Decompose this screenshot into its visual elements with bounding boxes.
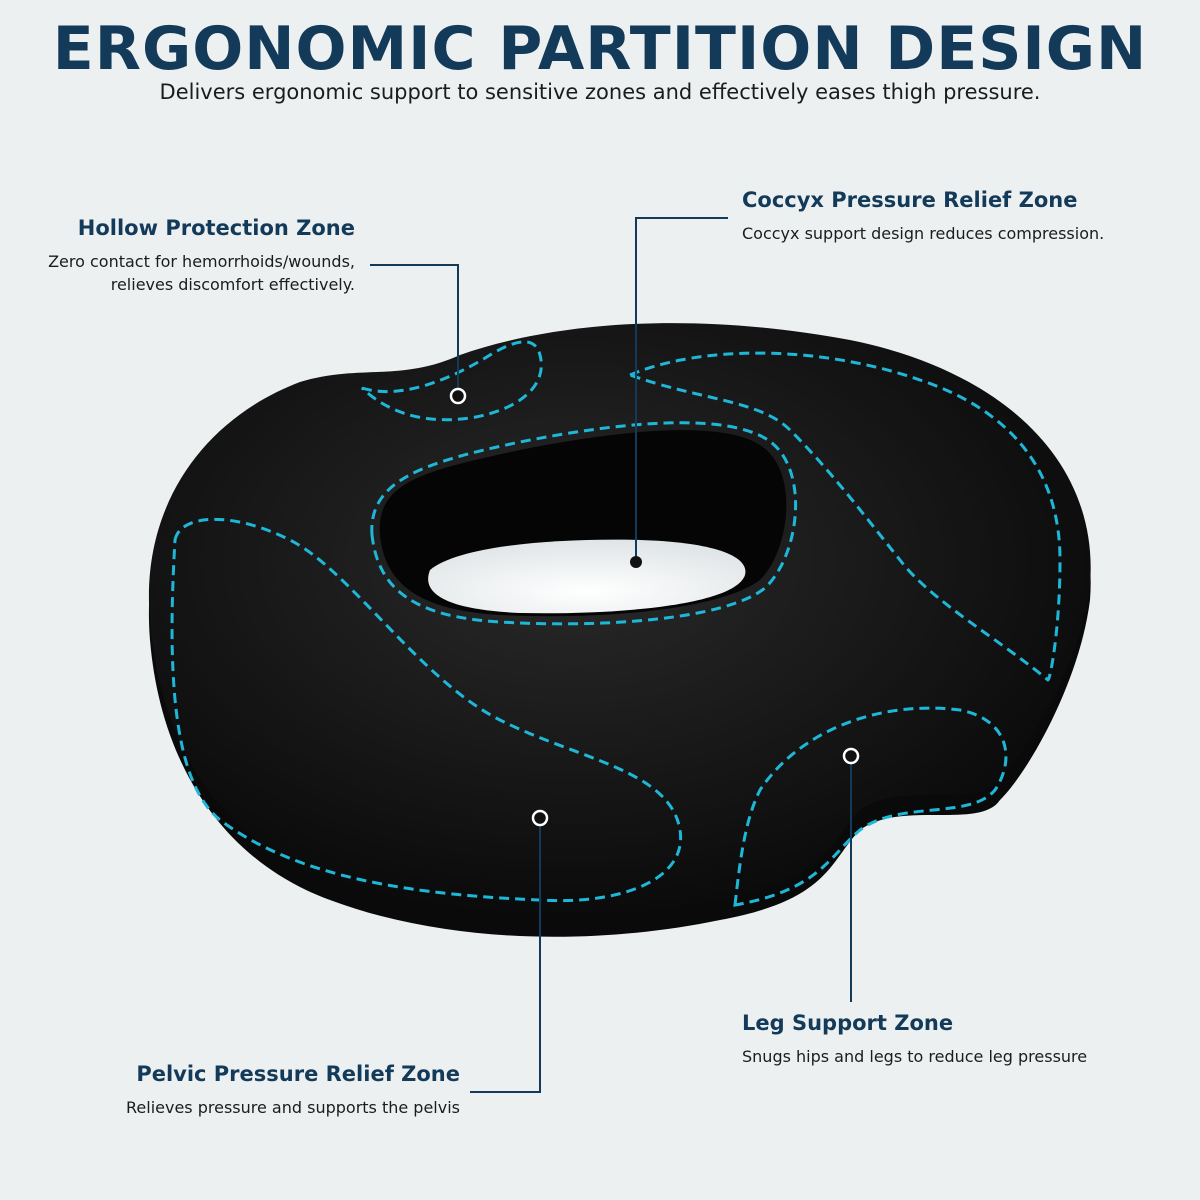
leader-hollow bbox=[370, 264, 459, 392]
leader-pelvic bbox=[470, 820, 541, 1093]
coccyx-desc-line1: Coccyx support design reduces compressio… bbox=[742, 224, 1105, 243]
leg-description: Snugs hips and legs to reduce leg pressu… bbox=[742, 1045, 1182, 1068]
stitch-inner-ring bbox=[370, 421, 797, 626]
stitch-hollow-zone bbox=[360, 340, 543, 422]
pelvic-desc-line1: Relieves pressure and supports the pelvi… bbox=[126, 1098, 460, 1117]
marker-pelvic bbox=[531, 809, 549, 827]
marker-hollow bbox=[449, 387, 467, 405]
leader-coccyx bbox=[635, 217, 728, 558]
leg-heading: Leg Support Zone bbox=[742, 1011, 954, 1035]
callout-leg: Leg Support Zone Snugs hips and legs to … bbox=[742, 1011, 1182, 1068]
page-subtitle: Delivers ergonomic support to sensitive … bbox=[159, 80, 1041, 104]
stitch-coccyx-zone bbox=[625, 351, 1062, 682]
pelvic-heading: Pelvic Pressure Relief Zone bbox=[136, 1062, 460, 1086]
marker-leg bbox=[842, 747, 860, 765]
pelvic-description: Relieves pressure and supports the pelvi… bbox=[20, 1096, 460, 1119]
hollow-desc-line1: Zero contact for hemorrhoids/wounds, bbox=[48, 252, 355, 271]
cushion-hole-floor bbox=[428, 539, 746, 614]
page-title: ERGONOMIC PARTITION DESIGN bbox=[52, 14, 1148, 84]
cushion-body bbox=[148, 323, 1091, 917]
leg-desc-line1: Snugs hips and legs to reduce leg pressu… bbox=[742, 1047, 1088, 1066]
callout-hollow: Hollow Protection Zone Zero contact for … bbox=[20, 216, 355, 296]
stitch-pelvic-zone bbox=[170, 517, 683, 903]
coccyx-description: Coccyx support design reduces compressio… bbox=[742, 222, 1182, 245]
hollow-description: Zero contact for hemorrhoids/wounds, rel… bbox=[20, 250, 355, 296]
hollow-desc-line2: relieves discomfort effectively. bbox=[110, 275, 355, 294]
hollow-heading: Hollow Protection Zone bbox=[77, 216, 355, 240]
coccyx-heading: Coccyx Pressure Relief Zone bbox=[742, 188, 1078, 212]
callout-pelvic: Pelvic Pressure Relief Zone Relieves pre… bbox=[20, 1062, 460, 1119]
callout-coccyx: Coccyx Pressure Relief Zone Coccyx suppo… bbox=[742, 188, 1182, 245]
marker-coccyx bbox=[630, 556, 642, 568]
